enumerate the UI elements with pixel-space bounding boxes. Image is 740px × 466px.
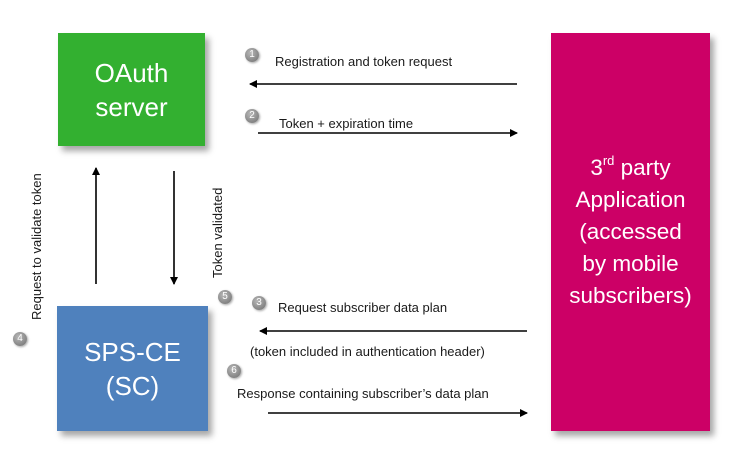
spsce-title-line2: (SC) <box>105 370 160 401</box>
app-title-line5: subscribers) <box>569 283 692 308</box>
step-badge-2: 2 <box>245 109 259 123</box>
step-badge-4: 4 <box>13 332 27 346</box>
step-badge-5: 5 <box>218 290 232 304</box>
step-badge-6: 6 <box>227 364 241 378</box>
app-title-line1: 3rd party <box>590 153 671 180</box>
oauth-server-node: OAuth server <box>58 33 205 146</box>
step2-label: Token + expiration time <box>279 116 414 131</box>
app-title-line4: by mobile <box>582 251 679 276</box>
step5-label: Token validated <box>210 187 225 278</box>
app-title-line3: (accessed <box>579 219 682 244</box>
third-party-app-node: 3rd party Application (accessed by mobil… <box>551 33 710 431</box>
step3-label: Request subscriber data plan <box>278 300 448 315</box>
oauth-title-line1: OAuth <box>94 57 169 88</box>
step6-label: Response containing subscriber’s data pl… <box>237 386 489 401</box>
app-title-line2: Application <box>575 187 686 212</box>
spsce-node: SPS-CE (SC) <box>57 306 208 431</box>
step1-label: Registration and token request <box>275 54 453 69</box>
oauth-title-line2: server <box>95 91 168 122</box>
spsce-title-line1: SPS-CE <box>84 336 181 367</box>
step-badge-3: 3 <box>252 296 266 310</box>
step-badge-1: 1 <box>245 48 259 62</box>
step4-label: Request to validate token <box>29 173 44 320</box>
step3-sublabel: (token included in authentication header… <box>250 344 485 359</box>
